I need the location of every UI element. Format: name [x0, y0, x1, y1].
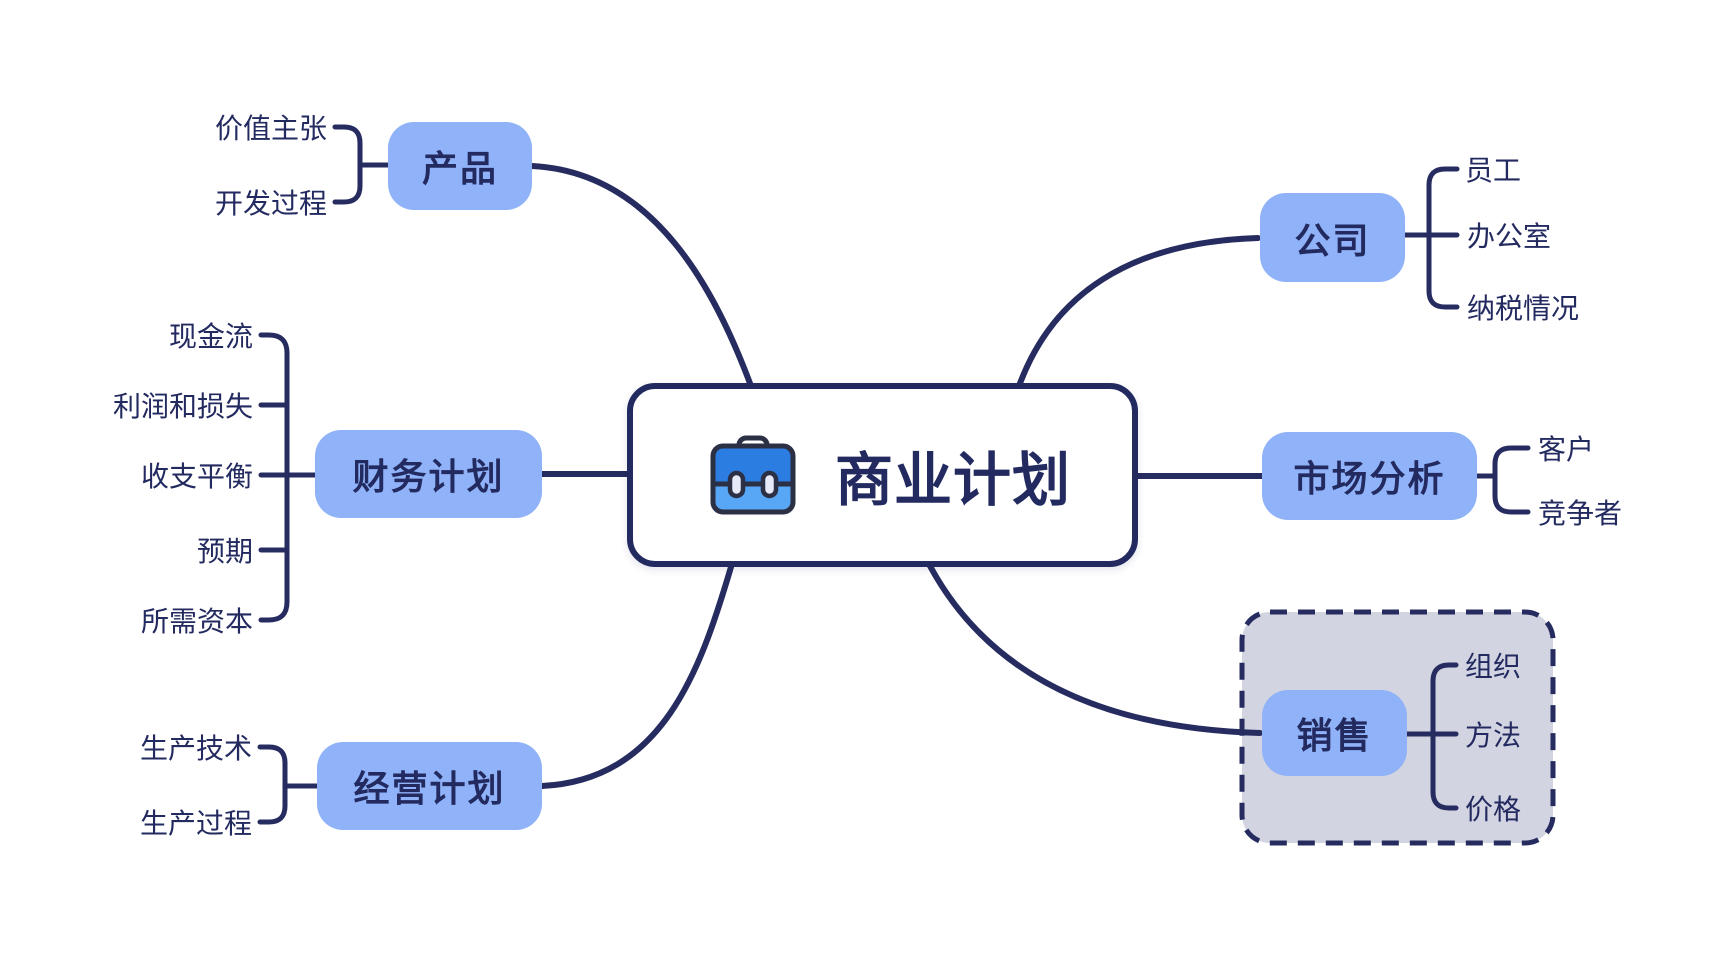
node-market-analysis-label: 市场分析: [1293, 458, 1446, 499]
node-company[interactable]: 公司: [1260, 193, 1405, 282]
edge-center-product: [529, 163, 754, 389]
leaf-development-process[interactable]: 开发过程: [214, 188, 327, 219]
node-product[interactable]: 产品: [388, 122, 532, 210]
node-operations-plan-label: 经营计划: [353, 768, 506, 809]
center-node-label: 商业计划: [835, 448, 1072, 513]
leaf-cash-flow[interactable]: 现金流: [168, 321, 253, 352]
leaf-production-technology[interactable]: 生产技术: [139, 733, 252, 764]
node-sales[interactable]: 销售: [1262, 690, 1407, 776]
node-business-plan[interactable]: 商业计划: [627, 383, 1138, 567]
bracket-operations: [257, 744, 320, 825]
edge-center-operations: [539, 564, 734, 789]
edge-center-sales: [927, 563, 1263, 736]
bracket-product: [332, 124, 391, 205]
node-finance-plan[interactable]: 财务计划: [315, 430, 542, 518]
node-sales-label: 销售: [1296, 715, 1373, 756]
leaf-value-proposition[interactable]: 价值主张: [214, 113, 327, 144]
leaf-organization[interactable]: 组织: [1465, 651, 1522, 682]
leaf-customers[interactable]: 客户: [1538, 434, 1595, 465]
leaf-employees[interactable]: 员工: [1465, 155, 1522, 186]
edge-center-company: [1016, 235, 1261, 389]
leaf-competitors[interactable]: 竞争者: [1538, 498, 1623, 529]
bracket-sales: [1404, 662, 1459, 811]
bracket-company: [1402, 166, 1460, 310]
briefcase-icon: [710, 435, 796, 515]
node-company-label: 公司: [1294, 219, 1371, 261]
leaf-production-process[interactable]: 生产过程: [139, 808, 252, 839]
node-operations-plan[interactable]: 经营计划: [317, 742, 542, 830]
leaf-profit-and-loss[interactable]: 利润和损失: [112, 391, 253, 422]
node-finance-plan-label: 财务计划: [352, 456, 505, 497]
node-market-analysis[interactable]: 市场分析: [1262, 432, 1477, 520]
node-product-label: 产品: [421, 148, 498, 189]
leaf-forecast[interactable]: 预期: [196, 536, 253, 567]
leaf-office[interactable]: 办公室: [1467, 221, 1552, 252]
leaf-required-capital[interactable]: 所需资本: [140, 606, 253, 637]
leaf-break-even[interactable]: 收支平衡: [140, 461, 253, 492]
leaf-tax-status[interactable]: 纳税情况: [1467, 293, 1580, 324]
leaf-method[interactable]: 方法: [1465, 720, 1522, 751]
bracket-market: [1474, 445, 1531, 515]
bracket-finance: [258, 332, 318, 623]
leaf-price[interactable]: 价格: [1465, 794, 1522, 825]
